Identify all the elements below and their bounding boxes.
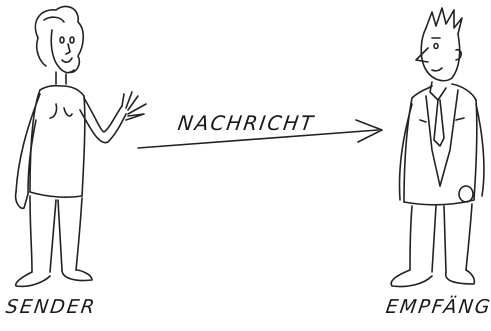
receiver-legs <box>410 206 412 270</box>
sender-legs <box>30 196 32 272</box>
message-label: NACHRICHT <box>176 111 316 135</box>
receiver-head <box>421 28 459 81</box>
receiver-label: EMPFÄNGER <box>384 296 491 318</box>
sender-label: SENDER <box>4 296 97 318</box>
receiver-jacket <box>412 86 432 98</box>
receiver-hair <box>426 8 462 34</box>
sender-figure <box>16 6 146 286</box>
sender-torso <box>40 86 84 96</box>
receiver-figure <box>391 8 484 287</box>
